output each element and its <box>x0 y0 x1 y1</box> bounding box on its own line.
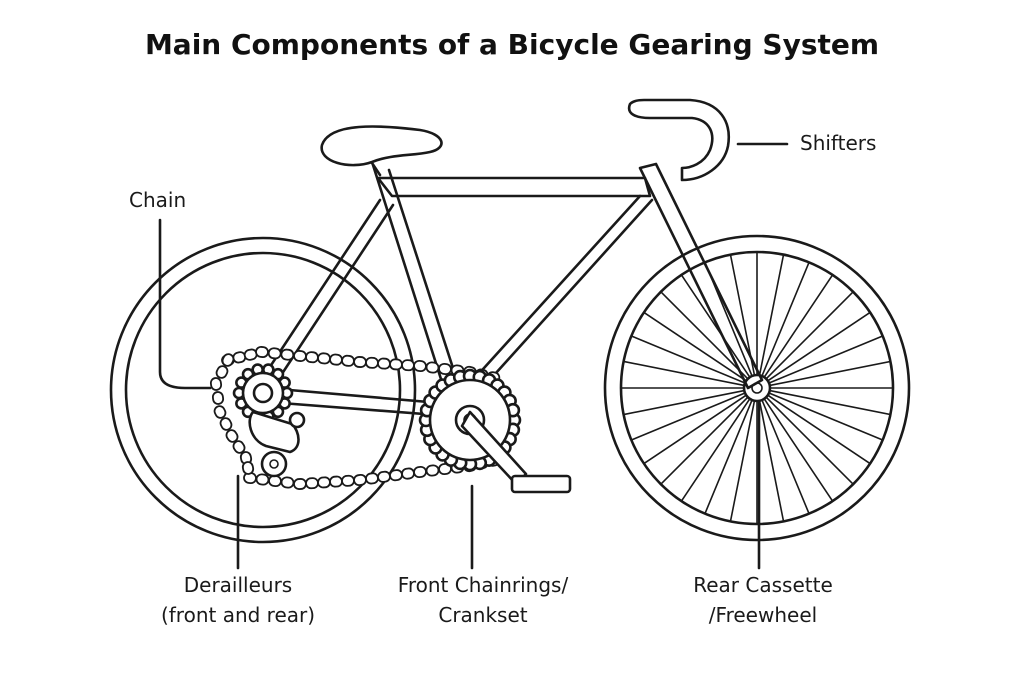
spoke <box>680 274 751 378</box>
chain-link <box>267 347 282 360</box>
chain-link <box>305 351 319 364</box>
chain-link <box>401 359 415 372</box>
spoke <box>758 400 785 522</box>
spoke <box>767 311 871 382</box>
shifters-label: Shifters <box>800 131 876 155</box>
chain-link <box>401 467 415 480</box>
spoke <box>623 360 745 387</box>
chainrings-label-line1: Front Chainrings/ <box>398 573 569 597</box>
cassette-label-line2: /Freewheel <box>709 603 817 627</box>
chain-link <box>293 350 307 362</box>
spoke <box>763 274 834 378</box>
chain-link <box>365 472 379 485</box>
chain-label: Chain <box>129 188 186 212</box>
spoke <box>623 389 745 416</box>
spoke <box>768 335 883 384</box>
chain-link <box>280 348 295 361</box>
front-wheel <box>603 234 911 542</box>
chain-link <box>341 474 355 487</box>
spoke <box>761 262 810 377</box>
derailleurs-label-line1: Derailleurs <box>184 573 292 597</box>
chainrings-label-line2: Crankset <box>438 603 527 627</box>
chain-link <box>425 464 440 477</box>
chain-link <box>209 377 223 391</box>
cassette-label-line1: Rear Cassette <box>693 573 833 597</box>
crank-arm <box>460 410 572 494</box>
derailleurs-label-line2: (front and rear) <box>161 603 315 627</box>
spoke <box>758 254 785 376</box>
chain-link <box>425 361 440 374</box>
spoke <box>729 400 756 522</box>
chain-link <box>241 461 255 475</box>
spoke <box>680 398 751 502</box>
chain-link <box>225 429 239 443</box>
chain-link <box>211 391 225 405</box>
spoke <box>631 335 746 384</box>
rear-derailleur <box>232 363 306 478</box>
spoke <box>704 399 753 514</box>
chain-link <box>329 475 343 488</box>
chain-link <box>305 477 319 490</box>
chain-link <box>255 345 269 359</box>
chain-link <box>341 354 355 367</box>
chain-link <box>413 465 427 479</box>
chain-link <box>389 358 403 371</box>
spoke <box>761 399 810 514</box>
spoke <box>660 291 749 380</box>
front-wheel-spokes <box>621 252 893 524</box>
leader-lines <box>158 142 789 570</box>
chain-link <box>219 417 233 431</box>
saddle <box>320 125 443 167</box>
spoke <box>660 396 749 485</box>
bicycle-frame <box>254 158 764 418</box>
chain-link <box>353 356 367 368</box>
chain-link <box>213 405 227 419</box>
chain-link <box>377 357 391 370</box>
chain-link <box>221 353 235 367</box>
chain-link <box>365 356 379 369</box>
chain-link <box>377 470 391 483</box>
spoke <box>643 311 747 382</box>
spoke <box>765 291 854 380</box>
rear-wheel <box>109 236 417 544</box>
chain-link <box>293 478 307 490</box>
spoke <box>769 360 891 387</box>
chain-link <box>329 353 343 366</box>
handlebar <box>627 98 731 182</box>
chain-link <box>438 362 452 376</box>
chain-link <box>215 365 229 379</box>
spoke <box>769 389 891 416</box>
diagram-title: Main Components of a Bicycle Gearing Sys… <box>144 28 880 61</box>
chain-link <box>389 469 403 482</box>
chain-link <box>317 476 331 489</box>
spoke <box>765 396 854 485</box>
chain-leader <box>158 218 212 390</box>
spoke <box>768 392 883 441</box>
spoke <box>763 398 834 502</box>
spoke <box>631 392 746 441</box>
chain-link <box>413 359 427 373</box>
spoke <box>767 394 871 465</box>
chain-link <box>353 473 367 487</box>
chain-link <box>317 352 331 365</box>
spoke <box>643 394 747 465</box>
chain-link <box>232 440 246 454</box>
chain-link <box>255 473 270 486</box>
chain-link <box>280 476 295 489</box>
